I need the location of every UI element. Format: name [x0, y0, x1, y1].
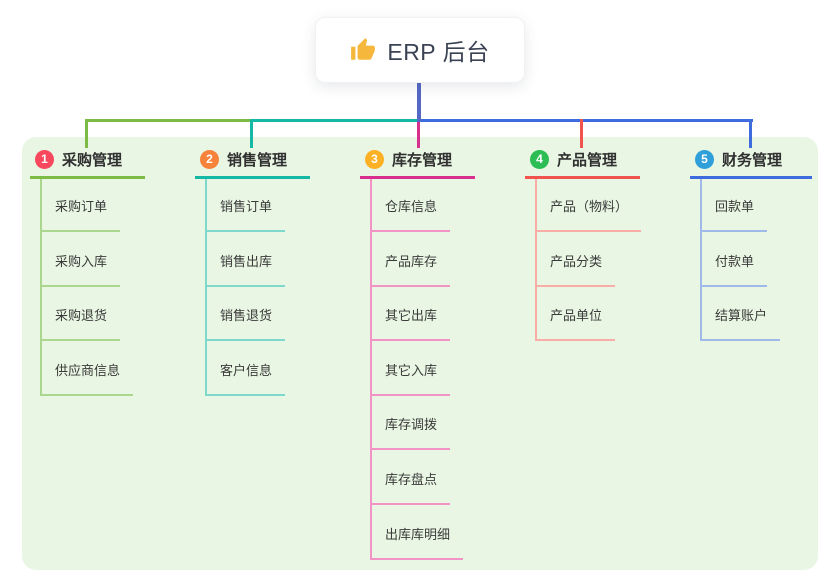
branch-underline [30, 176, 145, 179]
root-title: ERP 后台 [387, 39, 490, 65]
sub-item[interactable]: 供应商信息 [40, 360, 134, 396]
branch-elbow-drop [749, 119, 752, 148]
branch-elbow-horizontal [251, 119, 421, 122]
thumbs-up-icon [350, 37, 376, 63]
sub-item[interactable]: 库存盘点 [370, 469, 451, 505]
branch-elbow-drop [250, 119, 253, 148]
branch-child-connector [370, 179, 372, 560]
sub-item[interactable]: 产品（物料） [535, 196, 642, 232]
branch-heading-5[interactable]: 5 财务管理 [690, 147, 812, 171]
branch-heading-label: 库存管理 [392, 151, 453, 169]
branch-heading-4[interactable]: 4 产品管理 [525, 147, 640, 171]
branch-elbow-horizontal [418, 119, 753, 122]
sub-item[interactable]: 产品分类 [535, 251, 616, 287]
branch-heading-label: 产品管理 [557, 151, 618, 169]
branch-heading-2[interactable]: 2 销售管理 [195, 147, 310, 171]
branch-elbow-drop [417, 119, 420, 148]
sub-item[interactable]: 其它入库 [370, 360, 451, 396]
branch-number-badge: 1 [35, 149, 54, 169]
branch-child-connector [535, 179, 537, 341]
sub-item[interactable]: 产品库存 [370, 251, 451, 287]
background-panel [22, 137, 818, 570]
sub-item[interactable]: 销售订单 [205, 196, 286, 232]
branch-underline [360, 176, 475, 179]
branch-elbow-drop [580, 119, 583, 148]
sub-item[interactable]: 采购订单 [40, 196, 121, 232]
branch-elbow-drop [85, 119, 88, 148]
branch-heading-3[interactable]: 3 库存管理 [360, 147, 475, 171]
branch-number-badge: 5 [695, 149, 714, 169]
branch-child-connector [700, 179, 702, 341]
sub-item[interactable]: 采购退货 [40, 305, 121, 341]
branch-number-badge: 2 [200, 149, 219, 169]
branch-child-connector [205, 179, 207, 396]
sub-item[interactable]: 出库库明细 [370, 524, 464, 560]
sub-item[interactable]: 结算账户 [700, 305, 781, 341]
sub-item[interactable]: 销售出库 [205, 251, 286, 287]
branch-heading-label: 采购管理 [62, 151, 123, 169]
branch-number-badge: 4 [530, 149, 549, 169]
sub-item[interactable]: 销售退货 [205, 305, 286, 341]
branch-number-badge: 3 [365, 149, 384, 169]
branch-underline [525, 176, 640, 179]
root-stem-line [417, 82, 421, 122]
sub-item[interactable]: 采购入库 [40, 251, 121, 287]
sub-item[interactable]: 客户信息 [205, 360, 286, 396]
branch-heading-label: 销售管理 [227, 151, 288, 169]
branch-heading-1[interactable]: 1 采购管理 [30, 147, 145, 171]
sub-item[interactable]: 产品单位 [535, 305, 616, 341]
branch-underline [690, 176, 812, 179]
branch-heading-label: 财务管理 [722, 151, 783, 169]
branch-underline [195, 176, 310, 179]
branch-child-connector [40, 179, 42, 396]
sub-item[interactable]: 库存调拨 [370, 414, 451, 450]
sub-item[interactable]: 回款单 [700, 196, 768, 232]
sub-item[interactable]: 其它出库 [370, 305, 451, 341]
sub-item[interactable]: 付款单 [700, 251, 768, 287]
sub-item[interactable]: 仓库信息 [370, 196, 451, 232]
root-node[interactable]: ERP 后台 [315, 17, 525, 83]
